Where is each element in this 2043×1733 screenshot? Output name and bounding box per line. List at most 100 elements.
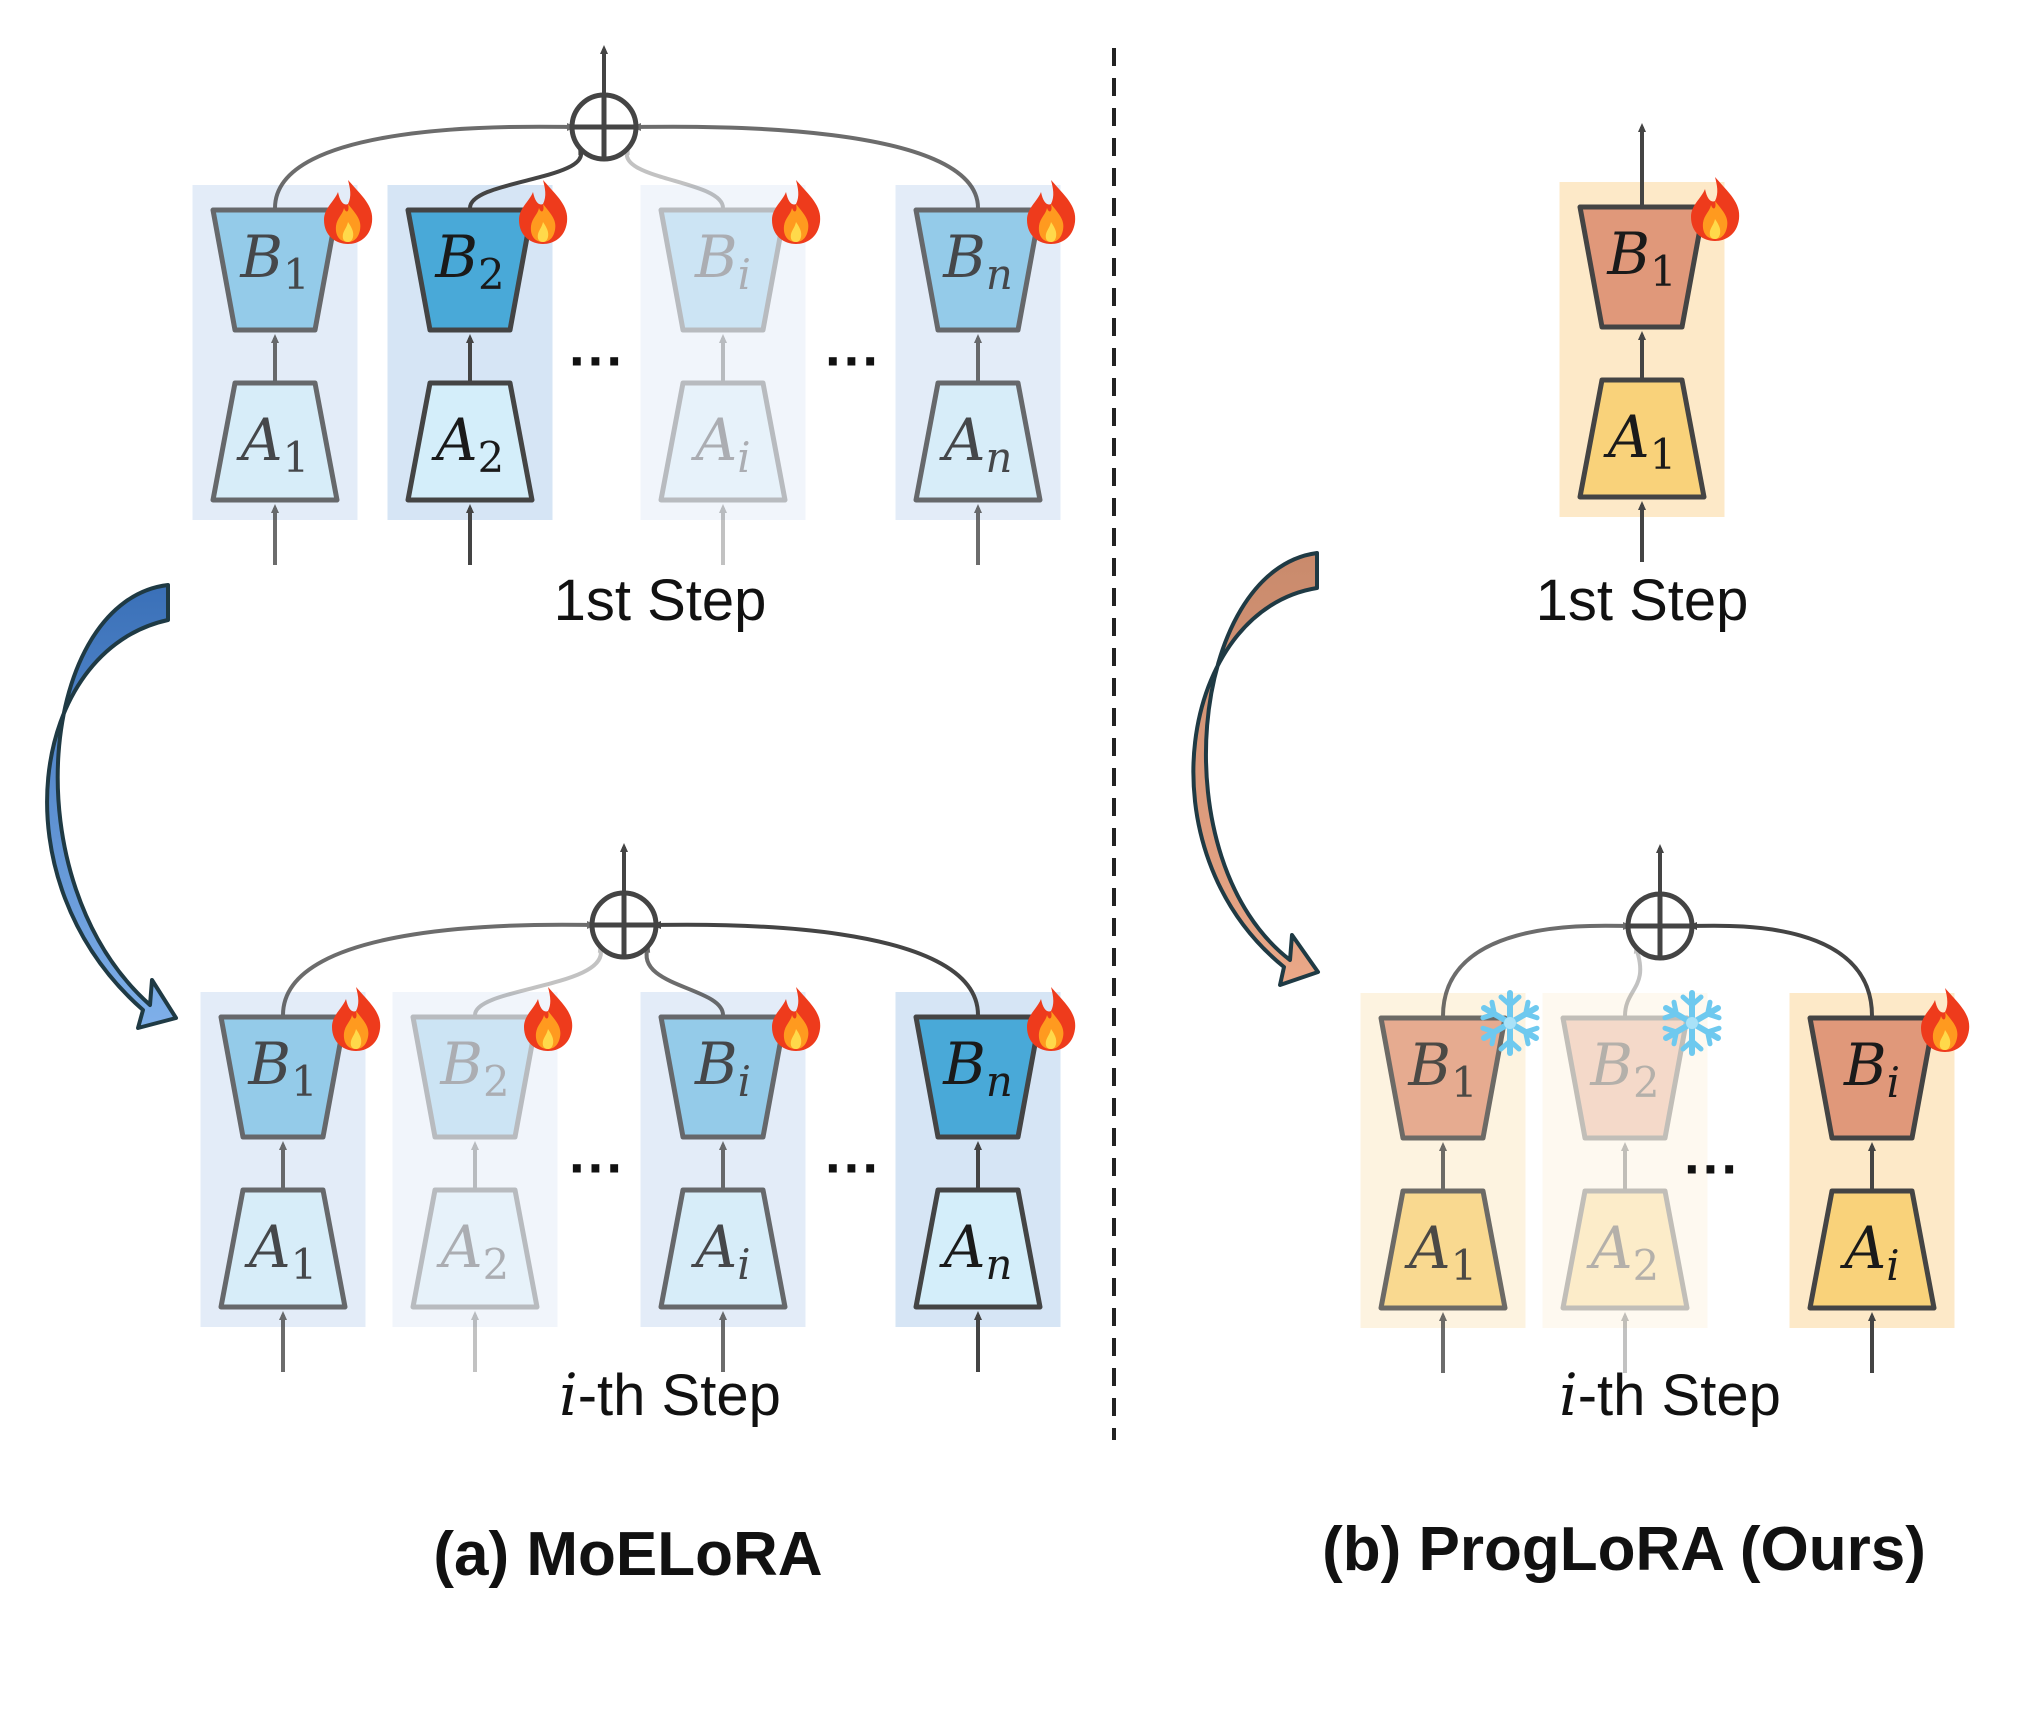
- matrix-b-label: B2: [439, 1030, 509, 1106]
- matrix-b-block: [658, 207, 788, 333]
- matrix-b-block: [1378, 1015, 1508, 1141]
- merge-arrow: [473, 943, 606, 1016]
- matrix-b-block: [1807, 1015, 1937, 1141]
- matrix-b-label: B1: [1407, 1031, 1477, 1107]
- ellipsis: ···: [569, 329, 625, 392]
- sum-operator: [1625, 844, 1695, 961]
- matrix-a-label: Ai: [690, 1213, 750, 1289]
- matrix-a-block: [410, 1187, 540, 1310]
- snowflake-icon: [1480, 990, 1540, 1056]
- matrix-b-label: B1: [239, 223, 309, 299]
- matrix-a-label: Ai: [1839, 1214, 1899, 1290]
- fire-icon: [332, 987, 381, 1051]
- matrix-b-block: [913, 207, 1043, 333]
- fire-icon: [1691, 177, 1740, 241]
- sum-operator: [589, 843, 659, 960]
- matrix-a-block: [913, 380, 1043, 503]
- fire-icon: [1027, 987, 1076, 1051]
- matrix-a-block: [1577, 377, 1707, 500]
- matrix-a-label: A2: [1586, 1214, 1659, 1290]
- fire-icon: [772, 987, 821, 1051]
- matrix-b-label: B2: [434, 223, 504, 299]
- matrix-b-label: Bi: [694, 223, 751, 299]
- matrix-a-block: [913, 1187, 1043, 1310]
- merge-arrow: [632, 122, 980, 209]
- merge-arrow: [1688, 921, 1874, 1017]
- ellipsis: ···: [825, 1136, 881, 1199]
- matrix-b-block: [1577, 204, 1707, 330]
- panel-caption: (b) ProgLoRA (Ours): [1322, 1515, 1926, 1584]
- step-label: i-th Step: [559, 1361, 781, 1429]
- labels-layer: 1st Step i-th Step (a) MoELoRA 1st Step i-th…: [433, 568, 1926, 1589]
- step-transition-arrow-blue: [45, 583, 178, 1030]
- fire-icon: [324, 180, 373, 244]
- merge-arrow: [1623, 944, 1643, 1017]
- matrix-b-block: [210, 207, 340, 333]
- matrix-a-block: [218, 1187, 348, 1310]
- matrix-b-block: [405, 207, 535, 333]
- merge-arrow: [642, 943, 725, 1016]
- matrix-b-label: B1: [247, 1030, 317, 1106]
- matrix-a-block: [1807, 1188, 1937, 1311]
- matrix-b-block: [218, 1014, 348, 1140]
- matrix-a-label: Ai: [690, 406, 750, 482]
- step-label: 1st Step: [554, 568, 767, 633]
- matrix-b-block: [658, 1014, 788, 1140]
- matrix-b-label: B2: [1589, 1031, 1659, 1107]
- merge-arrow: [622, 145, 725, 209]
- matrix-a-block: [405, 380, 535, 503]
- matrix-b-block: [410, 1014, 540, 1140]
- panel-caption: (a) MoELoRA: [433, 1520, 822, 1589]
- experts-layer: B1A1B2A2BiAiBnAn······B1A1B2A2BiAiBnAn··…: [192, 45, 1970, 1373]
- merge-arrow: [1441, 921, 1632, 1017]
- merge-arrow: [273, 122, 576, 209]
- matrix-b-label: B1: [1606, 220, 1676, 296]
- ellipsis: ···: [569, 1136, 625, 1199]
- fire-icon: [1921, 988, 1970, 1052]
- merge-arrow: [468, 145, 586, 209]
- matrix-a-label: A2: [431, 406, 504, 482]
- fire-icon: [519, 180, 568, 244]
- fire-icon: [772, 180, 821, 244]
- merge-arrow: [281, 920, 596, 1016]
- matrix-b-label: Bn: [942, 1030, 1013, 1106]
- step-label: i-th Step: [1559, 1361, 1781, 1429]
- matrix-a-label: An: [939, 1213, 1013, 1289]
- merge-arrow: [652, 920, 980, 1016]
- matrix-b-block: [913, 1014, 1043, 1140]
- snowflake-icon: [1662, 990, 1722, 1056]
- matrix-b-block: [1560, 1015, 1690, 1141]
- ellipsis: ···: [825, 329, 881, 392]
- matrix-a-label: A1: [244, 1213, 317, 1289]
- ellipsis: ···: [1684, 1137, 1740, 1200]
- sum-operator: [569, 45, 639, 162]
- fire-icon: [524, 987, 573, 1051]
- matrix-a-block: [658, 380, 788, 503]
- fire-icon: [1027, 180, 1076, 244]
- matrix-a-block: [1560, 1188, 1690, 1311]
- matrix-a-label: An: [939, 406, 1013, 482]
- matrix-b-label: Bi: [694, 1030, 751, 1106]
- expert-background: [640, 185, 806, 520]
- step-transition-arrow-orange: [1191, 551, 1320, 987]
- matrix-a-block: [210, 380, 340, 503]
- matrix-a-label: A1: [1404, 1214, 1477, 1290]
- step-label: 1st Step: [1536, 568, 1749, 633]
- matrix-a-block: [1378, 1188, 1508, 1311]
